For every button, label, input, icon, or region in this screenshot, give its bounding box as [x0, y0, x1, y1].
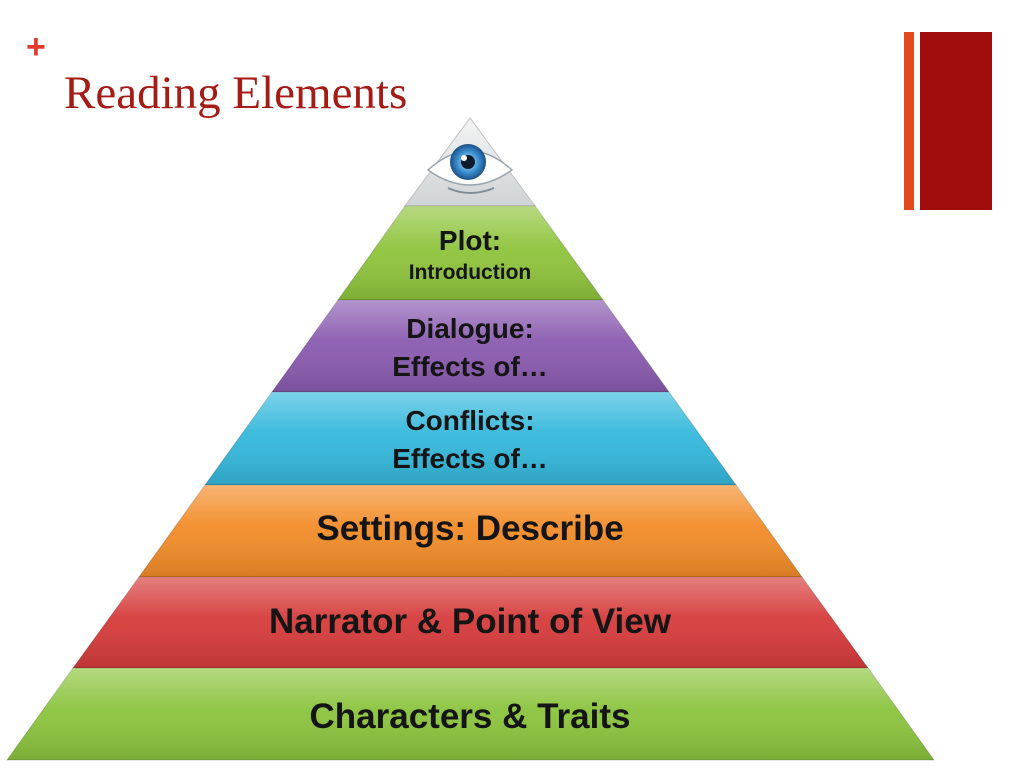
pyramid-level-settings: Settings: Describe	[138, 484, 803, 578]
level-conflicts-line2: Effects of…	[392, 443, 548, 474]
plus-icon: +	[26, 28, 46, 66]
level-dialogue-line1: Dialogue:	[406, 313, 534, 344]
pyramid-level-narrator: Narrator & Point of View	[72, 576, 869, 669]
accent-bar-thick	[920, 32, 992, 210]
eye-icon	[426, 144, 514, 194]
pyramid-top-eye	[404, 117, 536, 207]
slide-title: Reading Elements	[64, 67, 408, 119]
level-plot-line1: Plot:	[439, 225, 501, 256]
pyramid-level-dialogue: Dialogue: Effects of…	[271, 299, 670, 393]
level-narrator-line1: Narrator & Point of View	[269, 602, 672, 641]
pyramid-level-conflicts: Conflicts: Effects of…	[204, 391, 737, 486]
level-settings-line1: Settings: Describe	[316, 509, 623, 548]
level-plot-line2: Introduction	[409, 261, 531, 284]
level-dialogue-line2: Effects of…	[392, 351, 548, 382]
pyramid-levels: Plot: Introduction Dialogue: Effects of……	[6, 205, 935, 761]
pyramid-level-characters: Characters & Traits	[6, 667, 935, 761]
level-characters-line1: Characters & Traits	[310, 697, 631, 736]
level-conflicts-line1: Conflicts:	[405, 405, 534, 436]
accent-bar-thin	[904, 32, 914, 210]
pyramid-level-plot: Plot: Introduction	[337, 205, 604, 301]
